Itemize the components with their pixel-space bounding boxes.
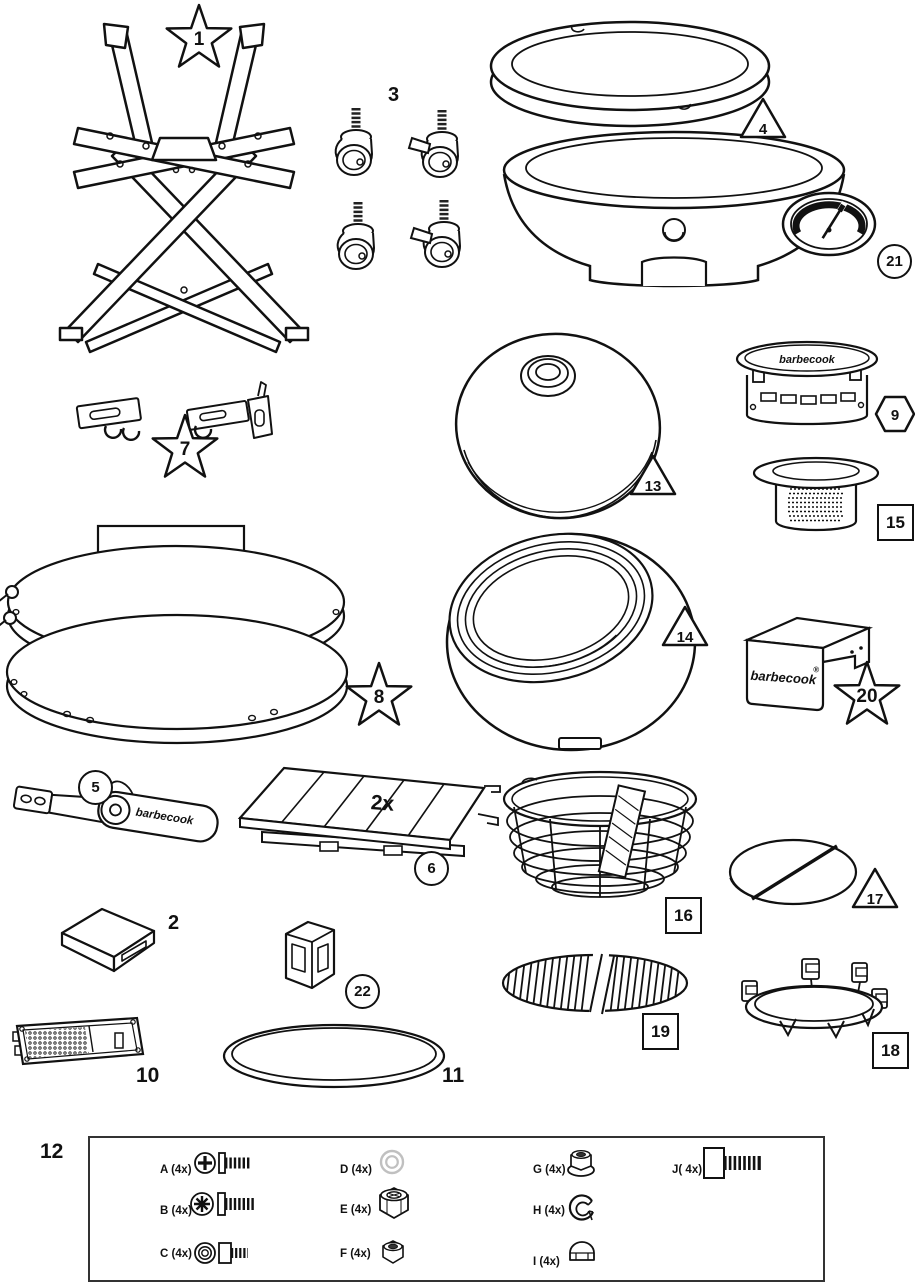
part-label-11: 11 <box>442 1064 465 1087</box>
hardware-item-label-B: B (4x) <box>160 1205 192 1217</box>
flange-nut-icon <box>567 1150 595 1177</box>
hardware-item-label-D: D (4x) <box>340 1164 372 1176</box>
stand-illustration <box>50 12 318 360</box>
part-label-5-circle: 5 <box>78 770 113 805</box>
part-label-14-triangle: 14 <box>661 605 709 647</box>
vent-brand-logo: barbecook <box>779 354 836 366</box>
washer-socket-screw-icon <box>194 1242 248 1264</box>
clip-illustration <box>278 916 342 996</box>
bowl-illustration <box>443 520 705 752</box>
part-label-20-star: 20 <box>833 660 901 725</box>
vent-illustration: barbecook <box>733 337 881 441</box>
table-illustration: 2x <box>232 758 507 858</box>
part-label-17-triangle: 17 <box>851 867 899 909</box>
socket-head-bolt-icon <box>703 1147 761 1179</box>
hardware-item-label-J: J( 4x) <box>672 1164 703 1176</box>
part-label-12: 12 <box>40 1140 64 1163</box>
part-label-22-circle: 22 <box>345 974 380 1009</box>
spring-washer-icon <box>568 1194 595 1221</box>
part-label-15-square: 15 <box>877 504 914 541</box>
table-quantity-note: 2x <box>370 791 395 816</box>
svg-text:7: 7 <box>180 439 191 460</box>
holder-illustration <box>740 955 892 1047</box>
flat-washer-icon <box>379 1149 405 1175</box>
phillips-screw-long-icon <box>190 1192 254 1216</box>
casters-illustration <box>320 96 490 296</box>
svg-text:14: 14 <box>677 629 694 646</box>
hardware-kit-box: A (4x) B (4x) C (4x) D (4x) E (4x) <box>88 1136 825 1282</box>
svg-text:9: 9 <box>891 407 899 424</box>
part-label-18-square: 18 <box>872 1032 909 1069</box>
phillips-screw-short-icon <box>194 1152 251 1174</box>
svg-text:1: 1 <box>194 29 205 50</box>
brackets-illustration <box>70 381 295 454</box>
svg-text:4: 4 <box>759 121 768 138</box>
part-label-9-hexagon: 9 <box>874 395 915 433</box>
box-brand-logo: barbecook <box>750 668 817 688</box>
svg-text:13: 13 <box>645 478 662 495</box>
lock-nut-large-icon <box>379 1187 409 1219</box>
hardware-item-label-G: G (4x) <box>533 1164 566 1176</box>
hardware-item-label-E: E (4x) <box>340 1204 372 1216</box>
part-label-16-square: 16 <box>665 897 702 934</box>
hardware-item-label-H: H (4x) <box>533 1205 565 1217</box>
handle-illustration: barbecook <box>12 768 227 858</box>
box-brand-registered-mark: ® <box>813 665 820 674</box>
chimney-illustration <box>752 455 885 539</box>
hardware-item-label-I: I (4x) <box>533 1256 560 1268</box>
rings-illustration <box>0 524 354 745</box>
part-label-8-star: 8 <box>345 661 413 726</box>
deflector-illustration <box>727 836 863 910</box>
part-label-19-square: 19 <box>642 1013 679 1050</box>
part-label-3: 3 <box>388 84 400 106</box>
cover-illustration <box>56 903 158 979</box>
box-illustration: barbecook ® <box>733 610 881 718</box>
cap-nut-icon <box>569 1241 595 1261</box>
thermometer-illustration <box>780 190 880 258</box>
part-label-1-star: 1 <box>165 3 233 68</box>
lock-nut-small-icon <box>382 1240 404 1264</box>
basket-illustration <box>500 763 702 915</box>
hardware-item-label-C: C (4x) <box>160 1248 192 1260</box>
base-bowl-illustration <box>498 130 850 305</box>
gasket-illustration <box>220 1020 452 1094</box>
hardware-item-label-F: F (4x) <box>340 1248 371 1260</box>
slider-illustration <box>12 1016 149 1068</box>
part-label-4-triangle: 4 <box>739 97 787 139</box>
part-label-10: 10 <box>136 1064 160 1087</box>
grid-illustration <box>498 942 696 1028</box>
part-label-13-triangle: 13 <box>629 454 677 496</box>
svg-text:8: 8 <box>374 687 385 708</box>
hardware-item-label-A: A (4x) <box>160 1164 192 1176</box>
part-label-2: 2 <box>168 912 180 934</box>
svg-text:17: 17 <box>867 891 884 908</box>
part-label-7-star: 7 <box>151 413 219 478</box>
part-label-6-circle: 6 <box>414 851 449 886</box>
base-ring-illustration <box>488 20 773 145</box>
svg-text:20: 20 <box>856 686 877 707</box>
part-label-21-circle: 21 <box>877 244 912 279</box>
lid-illustration <box>452 330 667 530</box>
